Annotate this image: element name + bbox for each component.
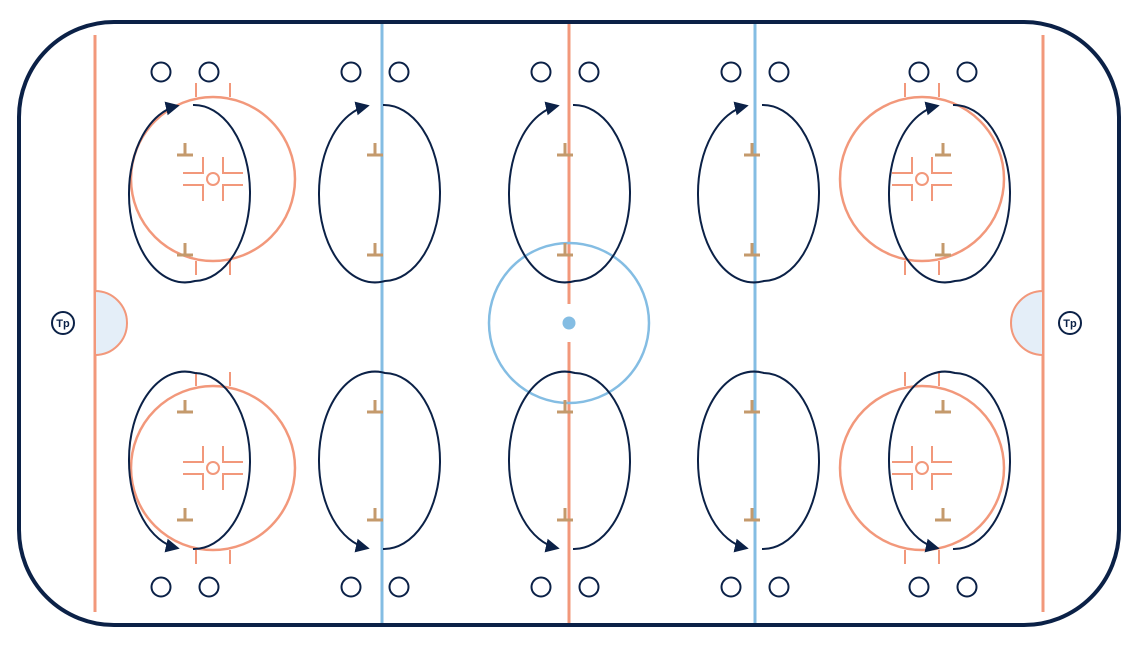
faceoff-marking	[222, 446, 243, 463]
skating-path-loop	[507, 101, 631, 284]
faceoff-zone-4	[838, 372, 1006, 564]
player-marker-icon	[908, 576, 930, 598]
cone-icon	[557, 243, 573, 257]
faceoff-marking	[222, 157, 243, 174]
cone-icon	[367, 243, 383, 257]
center-faceoff-dot	[562, 316, 576, 330]
faceoff-marking	[892, 473, 913, 490]
coach-label-left: Tp	[56, 318, 70, 330]
player-marker-icon	[720, 61, 742, 83]
faceoff-marking	[931, 446, 952, 463]
cone-icon	[744, 400, 760, 414]
faceoff-zone-2	[129, 372, 297, 564]
skating-path-loop	[127, 101, 251, 284]
coach-right: Tp	[1058, 311, 1082, 335]
player-marker-icon	[388, 576, 410, 598]
faceoff-circle	[129, 95, 297, 263]
coach-left: Tp	[51, 311, 75, 335]
coach-marker-left	[51, 311, 75, 335]
faceoff-dot	[915, 172, 929, 186]
faceoff-zone-3	[838, 83, 1006, 275]
cone-icon	[557, 143, 573, 157]
faceoff-marking	[931, 473, 952, 490]
cone-icon	[177, 243, 193, 257]
faceoff-marking	[892, 446, 913, 463]
faceoff-dot	[915, 461, 929, 475]
faceoff-marking	[931, 157, 952, 174]
faceoff-circle	[838, 384, 1006, 552]
faceoff-dot	[206, 172, 220, 186]
cone-icon	[557, 400, 573, 414]
goal-crease-right	[1010, 289, 1044, 357]
player-marker-icon	[388, 61, 410, 83]
cone-icon	[935, 143, 951, 157]
cone-icon	[557, 508, 573, 522]
skating-path-loop	[887, 101, 1011, 284]
coach-marker-right	[1058, 311, 1082, 335]
skating-path-loop	[696, 101, 820, 284]
cone-icon	[935, 508, 951, 522]
player-marker-icon	[530, 61, 552, 83]
player-marker-icon	[150, 576, 172, 598]
faceoff-circle	[838, 95, 1006, 263]
cone-icon	[367, 143, 383, 157]
player-marker-icon	[340, 576, 362, 598]
faceoff-marking	[183, 446, 204, 463]
faceoff-circle	[129, 384, 297, 552]
player-marker-icon	[340, 61, 362, 83]
cone-icon	[367, 400, 383, 414]
center-circle	[487, 241, 651, 405]
skating-path-loop	[887, 370, 1011, 553]
goal-crease-left	[94, 289, 128, 357]
player-marker-icon	[198, 576, 220, 598]
cone-icon	[744, 243, 760, 257]
cone-icon	[744, 143, 760, 157]
player-marker-icon	[956, 576, 978, 598]
cone-icon	[935, 243, 951, 257]
player-marker-icon	[578, 61, 600, 83]
faceoff-zone-1	[129, 83, 297, 275]
skating-path-loop	[507, 370, 631, 553]
player-marker-icon	[150, 61, 172, 83]
faceoff-marking	[931, 184, 952, 201]
player-marker-icon	[198, 61, 220, 83]
cone-icon	[177, 400, 193, 414]
skating-path-loop	[127, 370, 251, 553]
faceoff-marking	[183, 184, 204, 201]
cone-icon	[367, 508, 383, 522]
skating-path-loop	[696, 370, 820, 553]
player-marker-icon	[768, 61, 790, 83]
cone-icon	[935, 400, 951, 414]
player-marker-icon	[956, 61, 978, 83]
player-marker-icon	[578, 576, 600, 598]
skating-path-loop	[317, 101, 441, 284]
rink-boards	[17, 20, 1121, 627]
faceoff-marking	[183, 157, 204, 174]
player-marker-icon	[768, 576, 790, 598]
faceoff-marking	[183, 473, 204, 490]
cone-icon	[744, 508, 760, 522]
faceoff-marking	[892, 157, 913, 174]
cone-icon	[177, 143, 193, 157]
player-marker-icon	[530, 576, 552, 598]
faceoff-marking	[892, 184, 913, 201]
faceoff-marking	[222, 473, 243, 490]
faceoff-marking	[222, 184, 243, 201]
player-marker-icon	[908, 61, 930, 83]
player-marker-icon	[720, 576, 742, 598]
faceoff-dot	[206, 461, 220, 475]
coach-label-right: Tp	[1063, 318, 1077, 330]
skating-path-loop	[317, 370, 441, 553]
cone-icon	[177, 508, 193, 522]
